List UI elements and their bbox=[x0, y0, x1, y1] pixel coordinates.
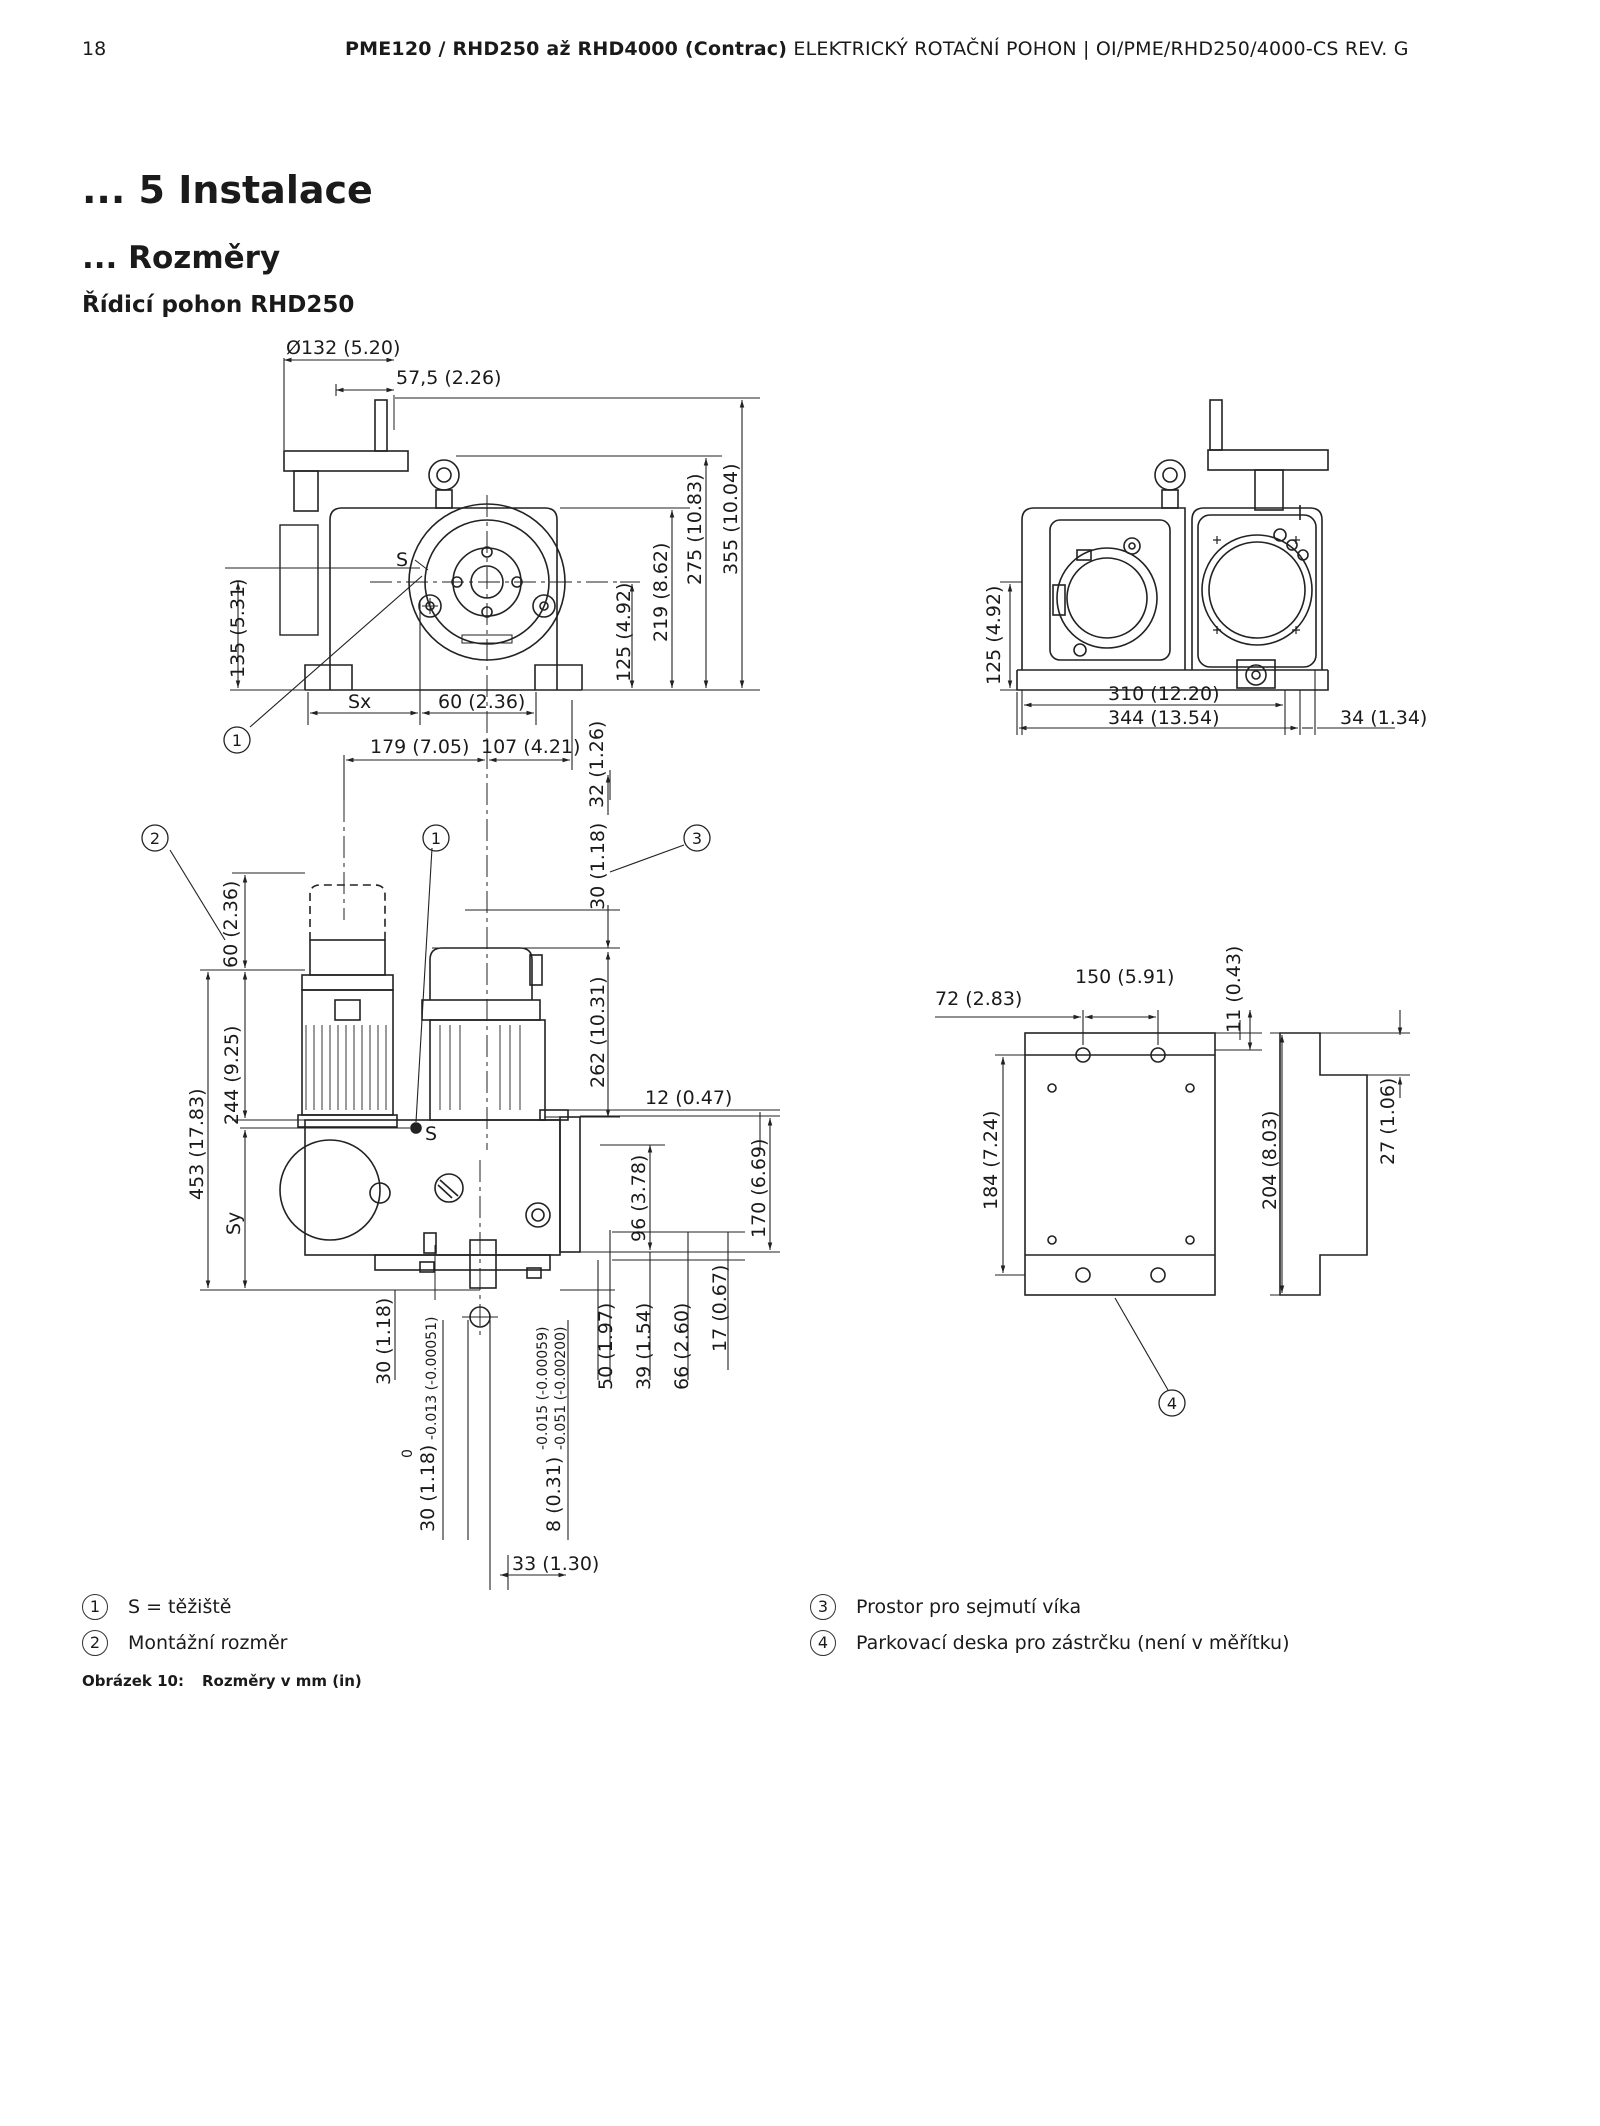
dim-27: 27 (1.06) bbox=[1377, 1078, 1399, 1165]
legend-number: 2 bbox=[82, 1630, 108, 1656]
dim-30-tol-lower: -0.013 (-0.00051) bbox=[424, 1317, 440, 1440]
page-number: 18 bbox=[82, 38, 107, 60]
dim-60-top: 60 (2.36) bbox=[220, 881, 242, 968]
dim-204: 204 (8.03) bbox=[1259, 1111, 1281, 1210]
dim-66: 66 (2.60) bbox=[671, 1303, 693, 1390]
label-sx: Sx bbox=[348, 691, 371, 713]
running-header-bold: PME120 / RHD250 až RHD4000 (Contrac) bbox=[345, 38, 788, 60]
legend-item-3: 3 Prostor pro sejmutí víka bbox=[810, 1594, 1081, 1620]
dim-17: 17 (0.67) bbox=[709, 1265, 731, 1352]
callout-3: 3 bbox=[692, 829, 702, 848]
legend-number: 1 bbox=[82, 1594, 108, 1620]
dim-107: 107 (4.21) bbox=[481, 736, 580, 758]
dim-262: 262 (10.31) bbox=[587, 976, 609, 1088]
label-s-top: S bbox=[425, 1123, 437, 1145]
dim-8-tol-lower: -0.051 (-0.00200) bbox=[553, 1327, 569, 1450]
dim-33: 33 (1.30) bbox=[512, 1553, 599, 1575]
dim-30-tol-upper: 0 bbox=[400, 1449, 416, 1458]
dim-8-tol: 8 (0.31) bbox=[543, 1457, 565, 1532]
dim-72: 72 (2.83) bbox=[935, 988, 1022, 1010]
dim-39: 39 (1.54) bbox=[633, 1303, 655, 1390]
figure-heading: Řídicí pohon RHD250 bbox=[82, 292, 355, 318]
dim-96: 96 (3.78) bbox=[628, 1155, 650, 1242]
label-sy: Sy bbox=[223, 1212, 245, 1235]
figure-caption: Obrázek 10: Rozměry v mm (in) bbox=[82, 1672, 380, 1690]
legend-item-4: 4 Parkovací deska pro zástrčku (není v m… bbox=[810, 1630, 1289, 1656]
running-header-rest: ELEKTRICKÝ ROTAČNÍ POHON | OI/PME/RHD250… bbox=[787, 38, 1409, 60]
dim-30-tol: 30 (1.18) bbox=[417, 1445, 439, 1532]
callout-4: 4 bbox=[1167, 1394, 1177, 1413]
label-s-front: S bbox=[396, 549, 408, 571]
subsection-heading: ... Rozměry bbox=[82, 240, 281, 276]
dim-125-side: 125 (4.92) bbox=[983, 586, 1005, 685]
dim-125-front: 125 (4.92) bbox=[613, 583, 635, 682]
dim-11: 11 (0.43) bbox=[1223, 946, 1245, 1033]
dim-244: 244 (9.25) bbox=[221, 1026, 243, 1125]
dim-diameter-132: Ø132 (5.20) bbox=[286, 337, 400, 359]
section-heading: ... 5 Instalace bbox=[82, 168, 373, 212]
legend-text: Montážní rozměr bbox=[128, 1632, 288, 1654]
dim-453: 453 (17.83) bbox=[186, 1088, 208, 1200]
caption-text: Rozměry v mm (in) bbox=[201, 1672, 362, 1690]
dim-179: 179 (7.05) bbox=[370, 736, 469, 758]
dim-135: 135 (5.31) bbox=[227, 579, 249, 678]
dim-30-left: 30 (1.18) bbox=[373, 1298, 395, 1385]
callout-2: 2 bbox=[150, 829, 160, 848]
dim-219: 219 (8.62) bbox=[650, 543, 672, 642]
dim-50: 50 (1.97) bbox=[595, 1303, 617, 1390]
dim-34: 34 (1.34) bbox=[1340, 707, 1427, 729]
legend-item-2: 2 Montážní rozměr bbox=[82, 1630, 288, 1656]
parking-plate bbox=[935, 1010, 1410, 1391]
legend-number: 3 bbox=[810, 1594, 836, 1620]
legend-text: S = těžiště bbox=[128, 1596, 232, 1618]
callout-1-front: 1 bbox=[232, 731, 242, 750]
dim-170: 170 (6.69) bbox=[748, 1139, 770, 1238]
dim-57-5: 57,5 (2.26) bbox=[396, 367, 501, 389]
dim-184: 184 (7.24) bbox=[980, 1111, 1002, 1210]
front-view bbox=[225, 357, 760, 1150]
legend-text: Prostor pro sejmutí víka bbox=[856, 1596, 1082, 1618]
dim-355: 355 (10.04) bbox=[720, 463, 742, 575]
dim-30-top: 30 (1.18) bbox=[587, 823, 609, 910]
running-header: PME120 / RHD250 až RHD4000 (Contrac) ELE… bbox=[345, 38, 1409, 60]
legend-number: 4 bbox=[810, 1630, 836, 1656]
dim-8-tol-upper: -0.015 (-0.00059) bbox=[535, 1327, 551, 1450]
legend-item-1: 1 S = těžiště bbox=[82, 1594, 232, 1620]
side-view bbox=[1000, 399, 1395, 735]
dim-60-front: 60 (2.36) bbox=[438, 691, 525, 713]
caption-label: Obrázek 10: bbox=[82, 1672, 184, 1690]
dim-344: 344 (13.54) bbox=[1108, 707, 1220, 729]
dim-310: 310 (12.20) bbox=[1108, 683, 1220, 705]
callout-1-top: 1 bbox=[431, 829, 441, 848]
dim-275: 275 (10.83) bbox=[684, 473, 706, 585]
legend-text: Parkovací deska pro zástrčku (není v měř… bbox=[856, 1632, 1290, 1654]
dim-32: 32 (1.26) bbox=[586, 721, 608, 808]
dim-12: 12 (0.47) bbox=[645, 1087, 732, 1109]
top-view bbox=[169, 775, 780, 1590]
dim-150: 150 (5.91) bbox=[1075, 966, 1174, 988]
